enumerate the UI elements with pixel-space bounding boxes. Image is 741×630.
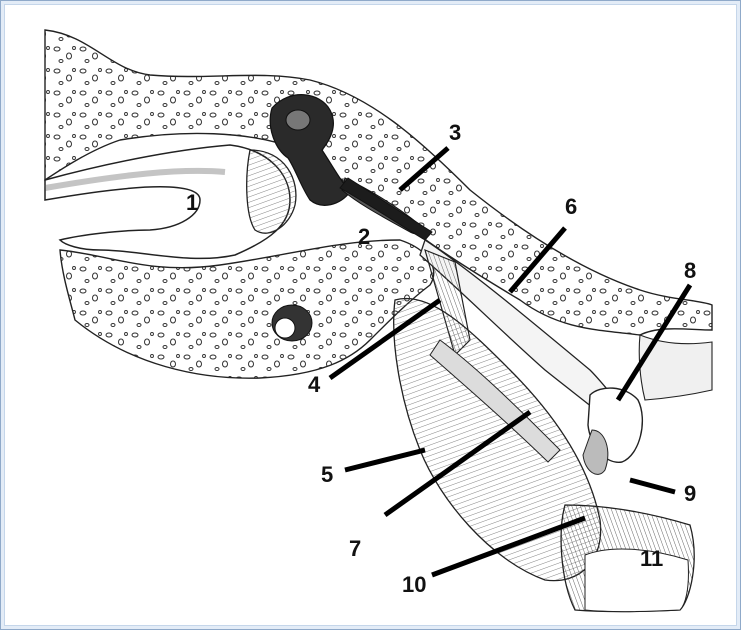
label-8: 8 — [684, 258, 696, 283]
label-9: 9 — [684, 481, 696, 506]
label-6: 6 — [565, 194, 577, 219]
label-1: 1 — [186, 190, 198, 215]
label-2: 2 — [358, 224, 370, 249]
label-10: 10 — [402, 572, 426, 597]
tympanic-membrane — [247, 150, 296, 233]
label-11: 11 — [640, 546, 663, 571]
label-4: 4 — [308, 372, 321, 397]
label-7: 7 — [349, 536, 361, 561]
temporal-bone-lower — [60, 240, 434, 378]
label-3: 3 — [449, 120, 461, 145]
label-5: 5 — [321, 462, 333, 487]
